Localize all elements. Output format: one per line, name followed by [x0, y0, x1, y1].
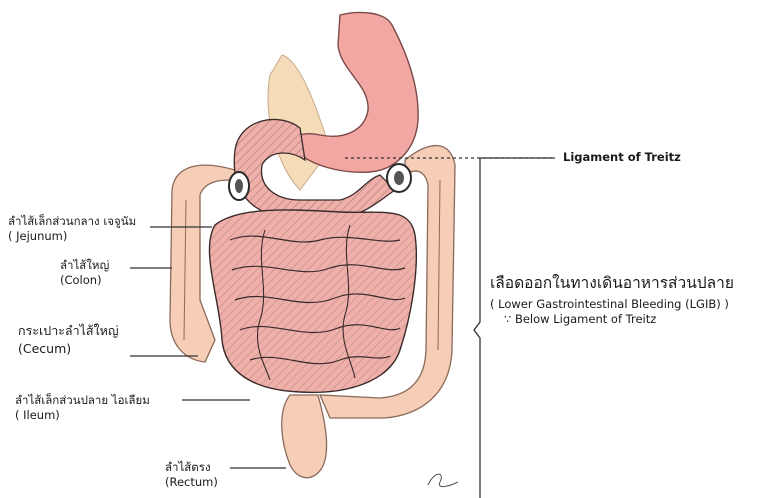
lgib-english-line: ( Lower Gastrointestinal Bleeding (LGIB)…: [490, 297, 734, 312]
rectum-english-text: (Rectum): [165, 475, 218, 490]
signature-mark: [428, 474, 458, 486]
colon-english-text: (Colon): [60, 273, 109, 288]
rectum-shape: [282, 395, 327, 478]
jejunum-label: ลำไส้เล็กส่วนกลาง เจจูนัม ( Jejunum): [8, 214, 136, 244]
cecum-english-text: (Cecum): [18, 340, 119, 358]
rectum-thai-text: ลำไส้ตรง: [165, 460, 218, 475]
small-intestine-shape: [209, 210, 416, 392]
colon-thai-text: ลำไส้ใหญ่: [60, 258, 109, 273]
lgib-title: เลือดออกในทางเดินอาหารส่วนปลาย: [490, 276, 734, 291]
colon-label: ลำไส้ใหญ่ (Colon): [60, 258, 109, 288]
lgib-annotation: เลือดออกในทางเดินอาหารส่วนปลาย ( Lower G…: [490, 276, 734, 327]
jejunum-english-text: ( Jejunum): [8, 229, 136, 244]
jejunum-thai-text: ลำไส้เล็กส่วนกลาง เจจูนัม: [8, 214, 136, 229]
ligament-clamp-left: [229, 172, 249, 200]
rectum-label: ลำไส้ตรง (Rectum): [165, 460, 218, 490]
cecum-label: กระเปาะลำไส้ใหญ่ (Cecum): [18, 322, 119, 358]
ileum-english-text: ( Ileum): [15, 408, 150, 423]
ileum-label: ลำไส้เล็กส่วนปลาย ไอเลียม ( Ileum): [15, 393, 150, 423]
bracket-line: [474, 158, 480, 498]
ileum-thai-text: ลำไส้เล็กส่วนปลาย ไอเลียม: [15, 393, 150, 408]
ligament-clamp-right: [387, 164, 411, 192]
cecum-thai-text: กระเปาะลำไส้ใหญ่: [18, 322, 119, 340]
ligament-label: Ligament of Treitz: [563, 150, 681, 165]
lgib-reason-line: ∵ Below Ligament of Treitz: [490, 312, 734, 327]
stomach-shape: [292, 12, 418, 172]
